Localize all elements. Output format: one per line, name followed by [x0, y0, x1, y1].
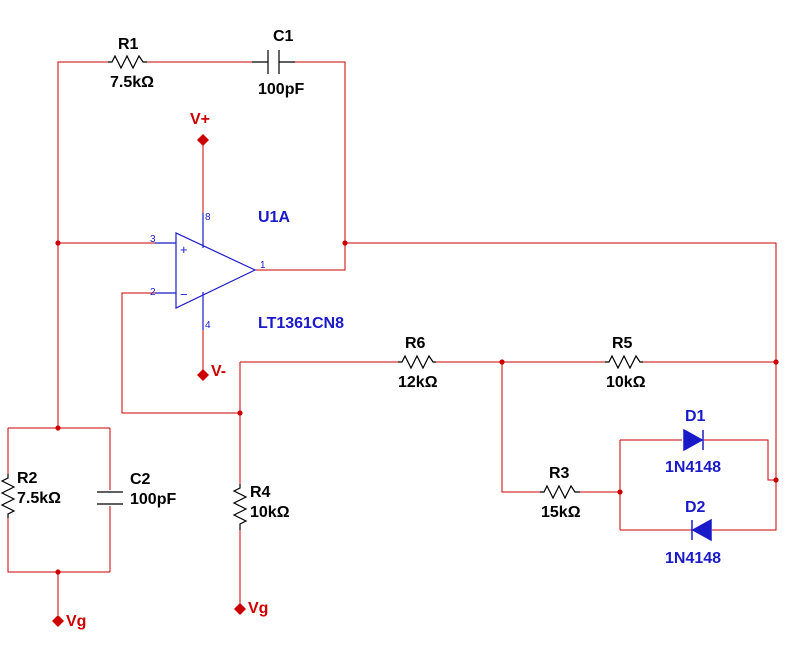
- r4-value: 10kΩ: [250, 504, 290, 521]
- r5-value: 10kΩ: [606, 374, 646, 391]
- resistor-r4[interactable]: R4 10kΩ: [232, 484, 290, 530]
- resistor-r6[interactable]: R6 12kΩ: [398, 335, 438, 391]
- junction-dot: [342, 240, 348, 246]
- r5-ref: R5: [612, 335, 633, 352]
- r4-ref: R4: [250, 484, 271, 501]
- wire-d1-right: [704, 439, 776, 481]
- vplus-label: V+: [190, 111, 210, 128]
- r2-ref: R2: [17, 470, 38, 487]
- r3-ref: R3: [549, 465, 570, 482]
- wire-left-to-r1: [57, 61, 108, 243]
- vg1-label: Vg: [66, 613, 86, 630]
- pin-1-label: 1: [260, 260, 266, 271]
- wire-r2-bottom: [7, 518, 110, 573]
- junction-dot: [237, 410, 243, 416]
- vg2-label: Vg: [248, 600, 268, 617]
- wires: [7, 61, 777, 615]
- opamp-plus-sign: +: [180, 242, 188, 257]
- junction-dot: [499, 359, 505, 365]
- junction-dot: [55, 569, 61, 575]
- opamp-ref: U1A: [258, 209, 290, 226]
- vminus-label: V-: [211, 363, 226, 380]
- opamp-minus-sign: −: [180, 287, 188, 302]
- port-vplus[interactable]: V+: [190, 111, 210, 146]
- junction-dot: [773, 477, 779, 483]
- wire-to-r3: [501, 362, 540, 493]
- wire-minus-input: [121, 292, 240, 414]
- wire-c1-to-output: [255, 61, 346, 271]
- resistor-r3[interactable]: R3 15kΩ: [540, 465, 581, 521]
- junction-dot: [55, 240, 61, 246]
- port-vminus[interactable]: V-: [197, 363, 226, 381]
- pin-2-label: 2: [150, 287, 156, 298]
- pin-4-label: 4: [205, 320, 211, 331]
- capacitor-c1[interactable]: C1 100pF: [252, 28, 304, 98]
- resistor-r5[interactable]: R5 10kΩ: [605, 335, 646, 391]
- junction-dot: [55, 425, 61, 431]
- opamp-u1a[interactable]: + − 3 2 8 4 1 U1A LT1361CN8: [150, 209, 344, 332]
- opamp-model: LT1361CN8: [258, 315, 344, 332]
- d2-ref: D2: [685, 499, 706, 516]
- r3-value: 15kΩ: [541, 504, 581, 521]
- wire-output-right-rail: [345, 242, 777, 480]
- resistor-r2[interactable]: R2 7.5kΩ: [0, 470, 61, 518]
- pin-8-label: 8: [205, 212, 211, 223]
- port-vg-left[interactable]: Vg: [52, 613, 86, 630]
- r1-value: 7.5kΩ: [110, 74, 154, 91]
- c1-value: 100pF: [258, 81, 304, 98]
- c1-ref: C1: [273, 28, 294, 45]
- port-vg-middle[interactable]: Vg: [234, 600, 268, 617]
- capacitor-c2[interactable]: C2 100pF: [97, 471, 176, 508]
- c2-value: 100pF: [130, 491, 176, 508]
- pin-3-label: 3: [150, 234, 156, 245]
- r1-ref: R1: [118, 36, 139, 53]
- diode-d2[interactable]: D2 1N4148: [665, 499, 721, 567]
- d2-value: 1N4148: [665, 550, 721, 567]
- d1-ref: D1: [685, 408, 706, 425]
- r2-value: 7.5kΩ: [17, 490, 61, 507]
- diode-d1[interactable]: D1 1N4148: [665, 408, 721, 476]
- junctions: [55, 240, 779, 575]
- c2-ref: C2: [130, 471, 151, 488]
- d1-value: 1N4148: [665, 459, 721, 476]
- r6-ref: R6: [405, 335, 426, 352]
- junction-dot: [617, 489, 623, 495]
- junction-dot: [773, 359, 779, 365]
- resistor-r1[interactable]: R1 7.5kΩ: [108, 36, 154, 91]
- r6-value: 12kΩ: [398, 374, 438, 391]
- wire-d2-right: [712, 480, 777, 531]
